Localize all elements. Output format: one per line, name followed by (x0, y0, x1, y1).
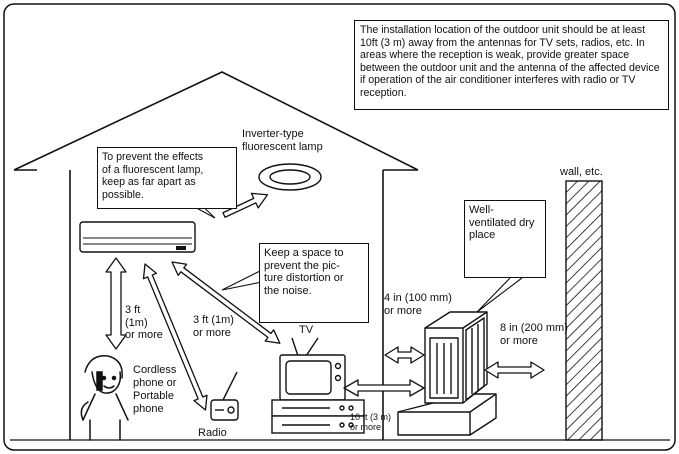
indoor-ac-unit (79, 221, 196, 253)
lamp-label: Inverter-type fluorescent lamp (242, 128, 323, 153)
pointer-ventilated-note (476, 277, 523, 313)
tv-set (271, 337, 365, 434)
fluorescent-note: To prevent the effects of a fluorescent … (97, 147, 237, 209)
arrow-ac-tv (171, 261, 281, 344)
phone-clearance-label: 3 ft (1m) or more (125, 304, 163, 341)
installation-note: The installation location of the outdoor… (354, 20, 669, 110)
phone-label: Cordless phone or Portable phone (133, 364, 177, 415)
wall-clearance-label: 8 in (200 mm) or more (500, 322, 568, 347)
arrow-tv-outdoor (343, 379, 425, 397)
radio-clearance-label: 3 ft (1m) or more (193, 314, 234, 339)
house-outline (13, 71, 419, 440)
radio-label: Radio (198, 427, 227, 439)
diagram-frame (3, 3, 676, 451)
arrow-ac-radio (142, 263, 208, 411)
arrow-wall-clearance (484, 361, 545, 379)
clearance-arrows (105, 192, 545, 411)
outdoor-unit (397, 311, 497, 436)
person-with-phone (80, 355, 129, 441)
outdoor-side-label: 4 in (100 mm) or more (384, 292, 452, 317)
pointer-space-note (221, 269, 263, 291)
tv-clearance-label: 10 ft (3 m) or more (350, 412, 392, 432)
tv-label: TV (299, 324, 314, 336)
arrow-ac-lamp (222, 192, 269, 218)
wall-label: wall, etc. (560, 166, 603, 178)
radio-set (210, 371, 239, 421)
arrow-ac-floor (105, 257, 127, 350)
fluorescent-lamp (258, 163, 322, 191)
wall-hatched (565, 180, 603, 441)
ventilated-note: Well- ventilated dry place (464, 200, 546, 278)
arrow-side-clearance (384, 346, 425, 364)
space-note: Keep a space to prevent the pic- ture di… (259, 243, 369, 323)
